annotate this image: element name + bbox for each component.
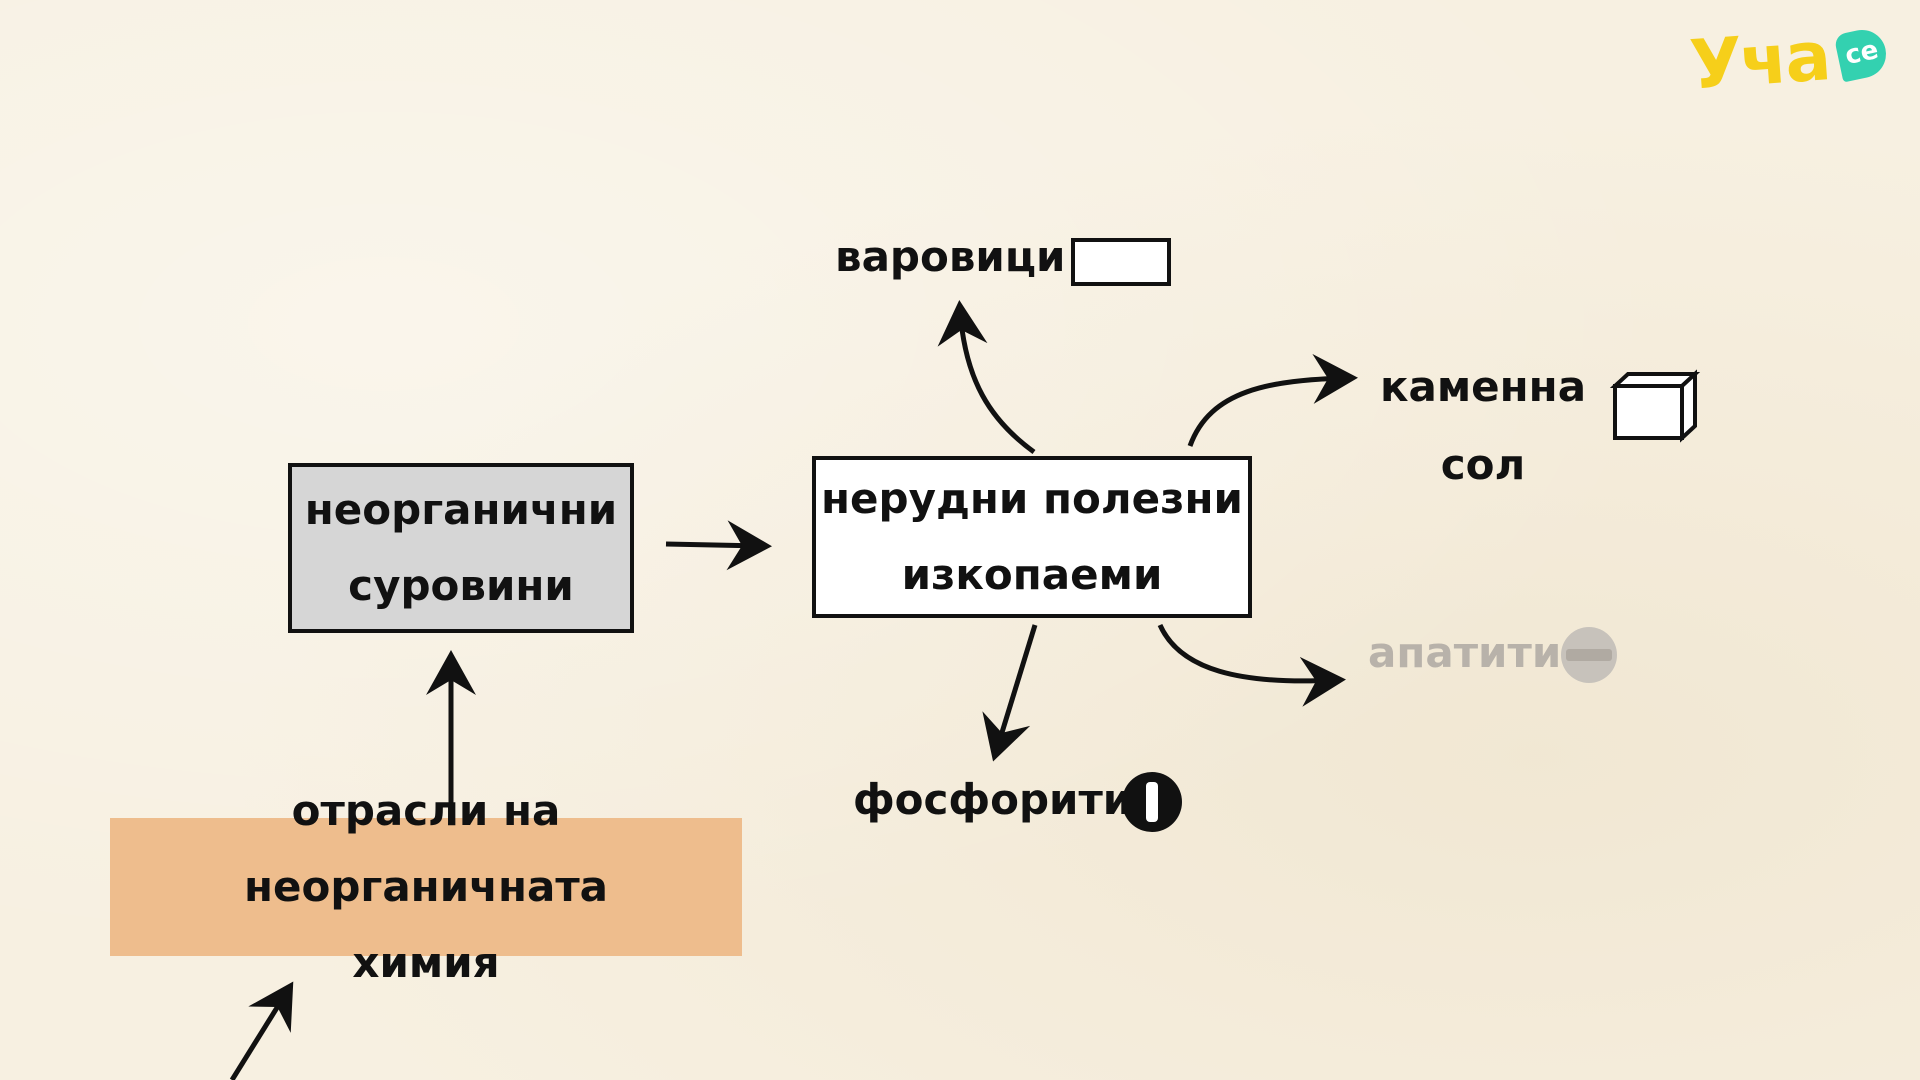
limestone-icon	[1071, 238, 1171, 286]
apatite-disc-icon	[1561, 627, 1617, 683]
logo-badge: се	[1833, 25, 1891, 83]
arrow-to-limestone	[937, 300, 1036, 455]
logo-text: Уча	[1687, 17, 1832, 106]
node-branches-line2: химия	[352, 938, 500, 987]
node-inorganic-line1: неорганични	[304, 485, 618, 534]
label-phosphorite: фосфорити	[853, 775, 1133, 824]
label-rock-salt-line2: сол	[1440, 440, 1526, 489]
arrow-inorganic-to-nonmetallic	[665, 520, 772, 571]
node-inorganic-line2: суровини	[348, 561, 574, 610]
label-rock-salt-line1: каменна	[1380, 362, 1587, 411]
node-nonmetallic-minerals: нерудни полезни изкопаеми	[812, 456, 1252, 618]
arrow-to-phosphorite	[982, 624, 1038, 762]
phosphorite-disc-icon	[1122, 772, 1182, 832]
label-rock-salt: каменна сол	[1380, 348, 1586, 504]
node-branches-line1: отрасли на неорганичната	[243, 786, 609, 911]
node-nonmetallic-line2: изкопаеми	[901, 550, 1163, 599]
label-apatite: апатити	[1368, 628, 1562, 677]
arrow-to-rocksalt	[1187, 353, 1358, 447]
brand-logo: Уча се	[1687, 17, 1900, 112]
node-inorganic-chemistry-branches: отрасли на неорганичната химия	[110, 786, 742, 987]
node-inorganic-raw-materials: неорганични суровини	[288, 463, 634, 633]
arrow-incoming-bottom	[229, 981, 294, 1080]
label-limestone: варовици	[835, 232, 1066, 281]
node-nonmetallic-line1: нерудни полезни	[821, 474, 1243, 523]
arrow-to-apatite	[1157, 623, 1346, 707]
rocksalt-cube-icon	[1609, 369, 1701, 443]
